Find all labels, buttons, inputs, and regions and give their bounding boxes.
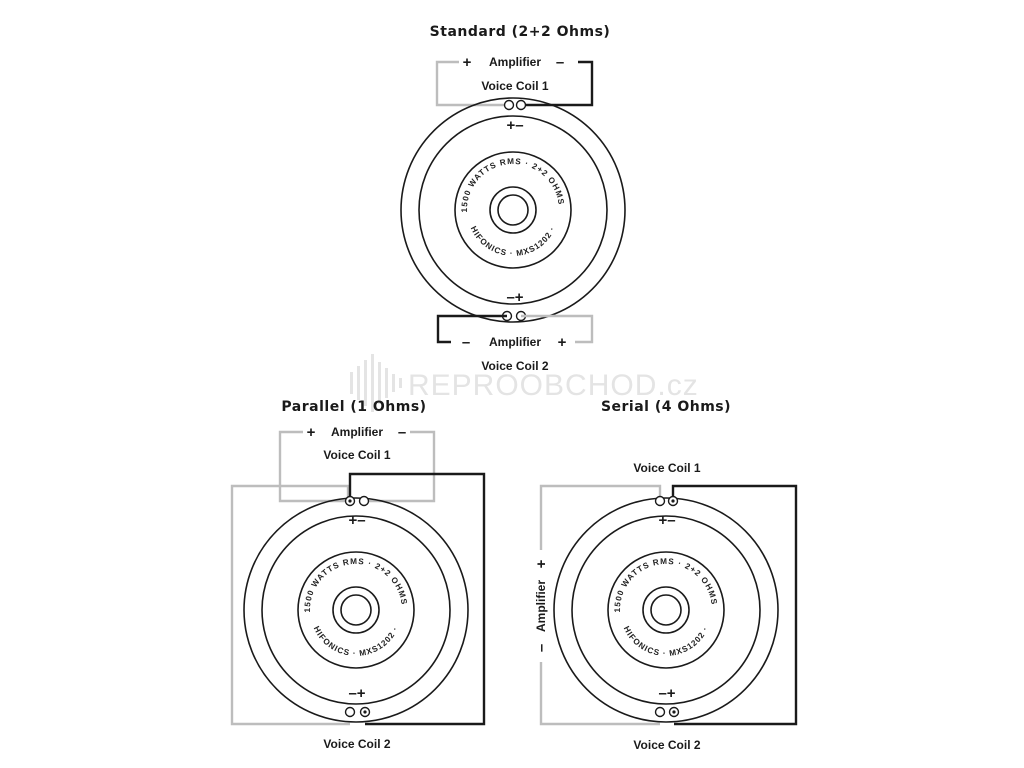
serial-coil2-negative-terminal	[654, 706, 666, 718]
watermark-logo-icon	[350, 354, 402, 412]
serial-amp: + Amplifier –	[533, 559, 550, 652]
serial-top-polarity: +–	[658, 512, 675, 529]
serial-coil1-negative-terminal-dot	[671, 499, 675, 503]
standard-amp2-plus: +	[558, 334, 567, 351]
parallel-diagram: Parallel (1 Ohms) + Amplifier – Voice Co…	[0, 393, 486, 751]
serial-amp-label: Amplifier	[534, 580, 548, 632]
standard-amp1-minus: –	[556, 54, 564, 71]
standard-amp1-plus: +	[463, 54, 472, 71]
serial-amp-plus: +	[533, 559, 550, 568]
serial-positive-wire	[539, 484, 662, 550]
serial-negative-wire	[539, 662, 660, 726]
standard-amp2-label: Amplifier	[489, 335, 541, 349]
parallel-positive-wire	[230, 430, 350, 726]
parallel-speaker-outer-ring	[243, 497, 469, 723]
standard-coil2-positive-wire	[521, 314, 594, 344]
parallel-coil1-positive-terminal-dot	[348, 499, 352, 503]
serial-bridge-wire	[671, 484, 798, 726]
standard-speaker-dustcap-outer	[489, 186, 537, 234]
parallel-top-polarity: +–	[348, 512, 365, 529]
parallel-coil2-label: Voice Coil 2	[323, 737, 390, 751]
standard-amp1-label: Amplifier	[489, 55, 541, 69]
standard-speaker-surround	[418, 115, 608, 305]
serial-bottom-polarity: –+	[658, 685, 675, 702]
serial-ring-text-bottom: HIFONICS · MXS1202 ·	[622, 625, 710, 658]
serial-coil1-label: Voice Coil 1	[633, 461, 700, 475]
serial-coil2-positive-terminal-dot	[672, 710, 676, 714]
parallel-amp-label: Amplifier	[331, 425, 383, 439]
parallel-negative-wire	[348, 472, 486, 726]
standard-speaker-dustcap-inner	[497, 194, 529, 226]
parallel-speaker-surround	[261, 515, 451, 705]
serial-speaker-label-ring	[607, 551, 725, 669]
watermark: REPROOBCHOD.cz	[350, 354, 699, 412]
standard-diagram: Standard (2+2 Ohms) + Amplifier – Voice …	[0, 0, 626, 373]
serial-speaker-dustcap-inner	[650, 594, 682, 626]
parallel-coil1-label: Voice Coil 1	[323, 448, 390, 462]
standard-coil1-positive-terminal	[503, 99, 515, 111]
parallel-speaker-dustcap-outer	[332, 586, 380, 634]
serial-diagram: Serial (4 Ohms) Voice Coil 1 + Amplifier…	[151, 393, 798, 752]
standard-coil1-negative-wire	[521, 60, 594, 107]
parallel-coil2-positive-terminal-dot	[363, 710, 367, 714]
serial-speaker-outer-ring	[553, 497, 779, 723]
standard-coil2-label: Voice Coil 2	[481, 359, 548, 373]
standard-ring-text-bottom: HIFONICS · MXS1202 ·	[469, 225, 557, 258]
serial-coil1-positive-terminal	[654, 495, 666, 507]
parallel-title: Parallel (1 Ohms)	[281, 399, 426, 415]
parallel-coil1-negative-terminal	[358, 495, 370, 507]
parallel-amp-plus: +	[307, 424, 316, 441]
parallel-bottom-polarity: –+	[348, 685, 365, 702]
parallel-amp-negative-lead	[364, 430, 436, 503]
serial-amp-minus: –	[533, 644, 550, 652]
standard-coil1-label: Voice Coil 1	[481, 79, 548, 93]
standard-speaker-label-ring	[454, 151, 572, 269]
standard-coil1-negative-terminal	[515, 99, 527, 111]
standard-title: Standard (2+2 Ohms)	[430, 24, 611, 40]
standard-top-polarity: +–	[506, 117, 523, 134]
parallel-speaker-label-ring	[297, 551, 415, 669]
standard-amp2-minus: –	[462, 334, 470, 351]
parallel-speaker-dustcap-inner	[340, 594, 372, 626]
parallel-coil2-negative-terminal	[344, 706, 356, 718]
serial-title: Serial (4 Ohms)	[601, 399, 731, 415]
serial-speaker-dustcap-outer	[642, 586, 690, 634]
parallel-amp-minus: –	[398, 424, 406, 441]
serial-coil2-label: Voice Coil 2	[633, 738, 700, 752]
parallel-ring-text-bottom: HIFONICS · MXS1202 ·	[312, 625, 400, 658]
serial-speaker-surround	[571, 515, 761, 705]
watermark-text: REPROOBCHOD.cz	[408, 369, 699, 402]
standard-bottom-polarity: –+	[506, 289, 523, 306]
standard-coil2-negative-wire	[436, 314, 507, 344]
standard-speaker-outer-ring	[400, 97, 626, 323]
